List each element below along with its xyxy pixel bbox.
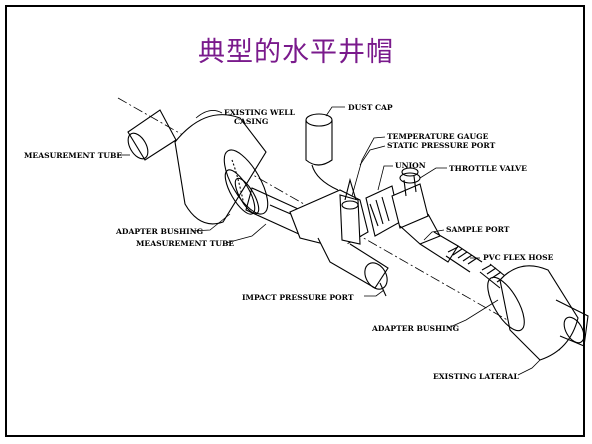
label-static-pressure-port: STATIC PRESSURE PORT — [387, 141, 496, 150]
label-dust-cap: DUST CAP — [348, 103, 393, 112]
label-existing-well-casing-2: CASING — [234, 117, 268, 126]
label-impact-pressure-port: IMPACT PRESSURE PORT — [242, 293, 354, 302]
label-existing-well-casing-1: EXISTING WELL — [224, 108, 296, 117]
label-measurement-tube-mid: MEASUREMENT TUBE — [136, 239, 234, 248]
label-adapter-bushing-left: ADAPTER BUSHING — [115, 227, 203, 236]
label-measurement-tube-top: MEASUREMENT TUBE — [24, 151, 122, 160]
label-throttle-valve: THROTTLE VALVE — [449, 164, 527, 173]
slide-title: 典型的水平井帽 — [198, 37, 394, 68]
label-sample-port: SAMPLE PORT — [446, 225, 510, 234]
label-pvc-flex-hose: PVC FLEX HOSE — [483, 253, 554, 262]
label-adapter-bushing-right: ADAPTER BUSHING — [371, 324, 459, 333]
label-union: UNION — [395, 161, 426, 170]
label-temperature-gauge: TEMPERATURE GAUGE — [387, 132, 489, 141]
label-existing-lateral: EXISTING LATERAL — [433, 372, 519, 381]
